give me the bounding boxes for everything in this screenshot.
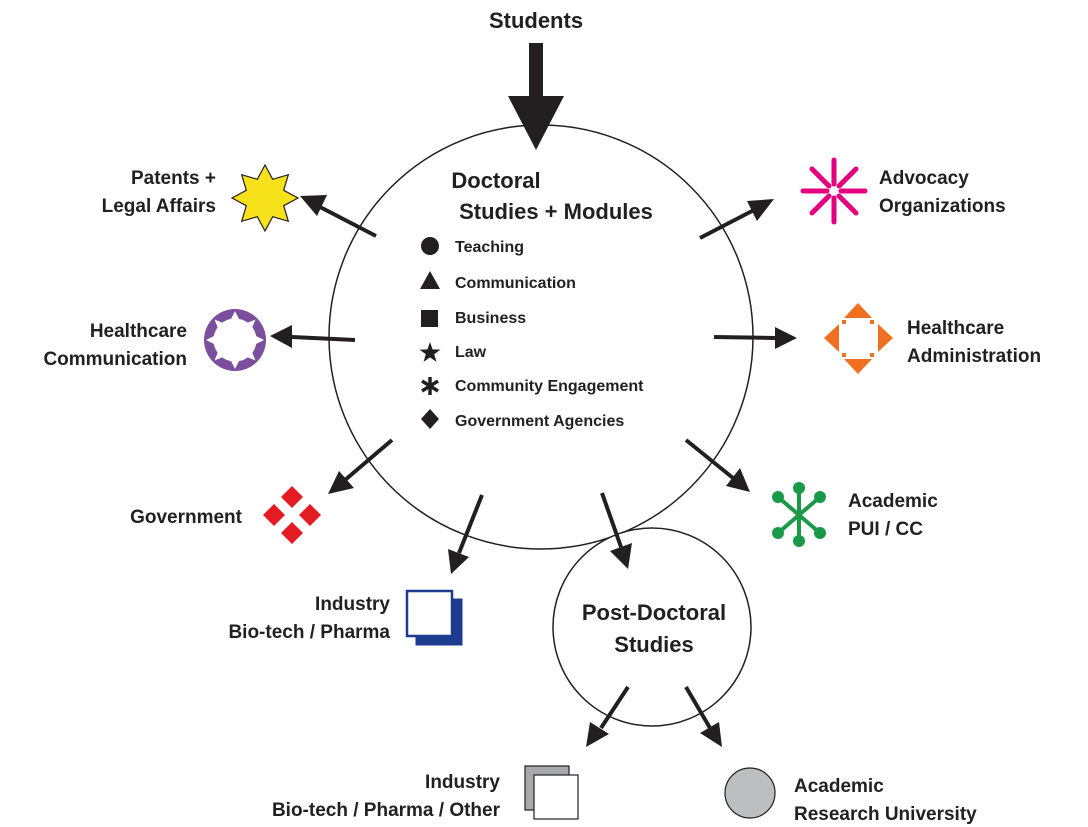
advocacy-label-line1: Advocacy <box>879 168 969 189</box>
healthcare-administration-label-line2: Administration <box>907 346 1041 367</box>
students-label: Students <box>489 8 583 33</box>
industry-pharma-label-line1: Industry <box>315 594 390 615</box>
module-label: Business <box>455 310 526 327</box>
four-diamonds-icon <box>263 486 321 544</box>
doctoral-title-line2: Studies + Modules <box>459 199 653 224</box>
academic-pui-label-line2: PUI / CC <box>848 519 923 540</box>
arrow-to-academic-research <box>684 685 722 747</box>
module-label: Law <box>455 344 487 361</box>
arrow-to-healthcare-administration <box>713 327 797 349</box>
academic-research-label-line2: Research University <box>794 804 977 825</box>
patents-label-line2: Legal Affairs <box>102 196 216 217</box>
module-label: Community Engagement <box>455 378 644 395</box>
industry-other-label-line1: Industry <box>425 772 500 793</box>
burst-lines-icon <box>800 157 868 225</box>
arrow-to-academic-pui <box>684 438 750 492</box>
diamond-arrows-icon <box>824 303 893 374</box>
arrow-to-patents <box>300 195 377 238</box>
diamond-icon <box>421 409 439 429</box>
academic-pui-label-line1: Academic <box>848 491 938 512</box>
network-node-icon <box>772 482 826 547</box>
gray-circle-icon <box>724 767 776 819</box>
module-label: Government Agencies <box>455 413 624 430</box>
arrow-to-government <box>328 438 394 494</box>
circle-icon <box>421 237 439 255</box>
government-label: Government <box>130 507 243 528</box>
healthcare-communication-label-line1: Healthcare <box>90 321 187 342</box>
healthcare-communication-label-line2: Communication <box>43 349 187 370</box>
arrow-to-industry-pharma <box>448 494 484 574</box>
arrow-to-advocacy <box>699 199 774 240</box>
module-label: Teaching <box>455 239 524 256</box>
postdoctoral-label-line1: Post-Doctoral <box>582 600 726 625</box>
academic-research-label-line1: Academic <box>794 776 884 797</box>
advocacy-label-line2: Organizations <box>879 196 1006 217</box>
industry-other-label-line2: Bio-tech / Pharma / Other <box>272 800 501 821</box>
starburst-icon <box>230 163 300 233</box>
star-icon <box>419 342 441 362</box>
square-icon <box>421 310 438 327</box>
module-list: Teaching Communication Business Law Comm… <box>419 237 644 430</box>
doctoral-title-line1: Doctoral <box>451 168 540 193</box>
sun-ring-icon <box>204 309 266 371</box>
postdoctoral-label-line2: Studies <box>614 632 693 657</box>
asterisk-icon <box>421 377 439 395</box>
stacked-squares-icon <box>405 589 463 646</box>
patents-label-line1: Patents + <box>131 168 216 189</box>
arrow-to-industry-other <box>586 685 630 747</box>
postdoctoral-circle <box>552 527 752 727</box>
industry-pharma-label-line2: Bio-tech / Pharma <box>228 622 390 643</box>
stacked-squares-gray-icon <box>524 765 579 820</box>
students-arrow <box>508 43 564 150</box>
doctoral-circle <box>328 124 754 550</box>
triangle-icon <box>420 271 440 289</box>
arrow-to-healthcare-communication <box>270 325 356 348</box>
healthcare-administration-label-line1: Healthcare <box>907 318 1004 339</box>
arrow-to-postdoctoral <box>600 492 632 569</box>
module-label: Communication <box>455 275 576 292</box>
